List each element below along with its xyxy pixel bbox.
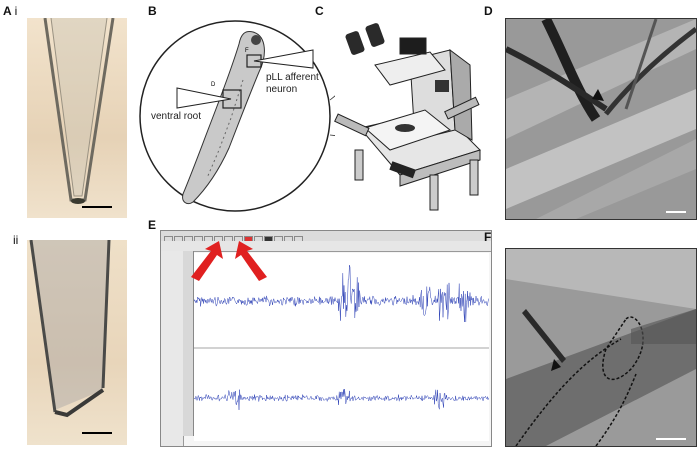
arrowhead-marker-f <box>551 359 561 371</box>
label-ventral-root: ventral root <box>151 111 202 122</box>
label-pll-afferent: pLL afferent <box>266 72 319 83</box>
pipette-image-i <box>27 18 127 218</box>
arrowhead-marker-d <box>592 89 604 101</box>
microscope-icon <box>334 23 481 211</box>
micrograph-f <box>505 248 697 447</box>
micrograph-d <box>505 18 697 220</box>
svg-text:D: D <box>211 82 216 88</box>
trace-plot-area <box>194 253 489 441</box>
panel-c-label: C <box>315 4 324 18</box>
zebrafish-larva-schematic: F D <box>139 20 335 212</box>
pipette-broken-tip-icon <box>29 240 111 418</box>
svg-text:F: F <box>245 48 249 54</box>
pipette-tip-icon <box>43 18 115 204</box>
electrode-micrograph <box>506 249 696 446</box>
neuron-micrograph <box>506 19 696 219</box>
scale-bar-d <box>666 211 686 213</box>
recording-software-window <box>160 230 492 447</box>
scale-bar-a-i <box>82 206 112 208</box>
panel-e-label: E <box>148 218 157 232</box>
panel-d-label: D <box>484 4 493 18</box>
neuron-outline <box>602 316 644 381</box>
label-neuron: neuron <box>266 84 298 95</box>
trace-pll-afferent <box>194 388 489 410</box>
pipette-image-ii <box>27 240 127 445</box>
panel-a-ii-label: ii <box>13 233 19 247</box>
scale-bar-a-ii <box>82 432 112 434</box>
scale-bar-f <box>656 438 686 440</box>
panel-f-label: F <box>484 230 492 244</box>
axis-strip <box>183 251 194 436</box>
trace-ventral-root <box>194 265 489 323</box>
electrode-icon <box>631 309 696 344</box>
arrow-pointer-icon <box>191 241 267 281</box>
panel-a-label: A i <box>3 4 18 18</box>
toolbar-second <box>161 241 491 252</box>
panel-b-label: B <box>148 4 157 18</box>
